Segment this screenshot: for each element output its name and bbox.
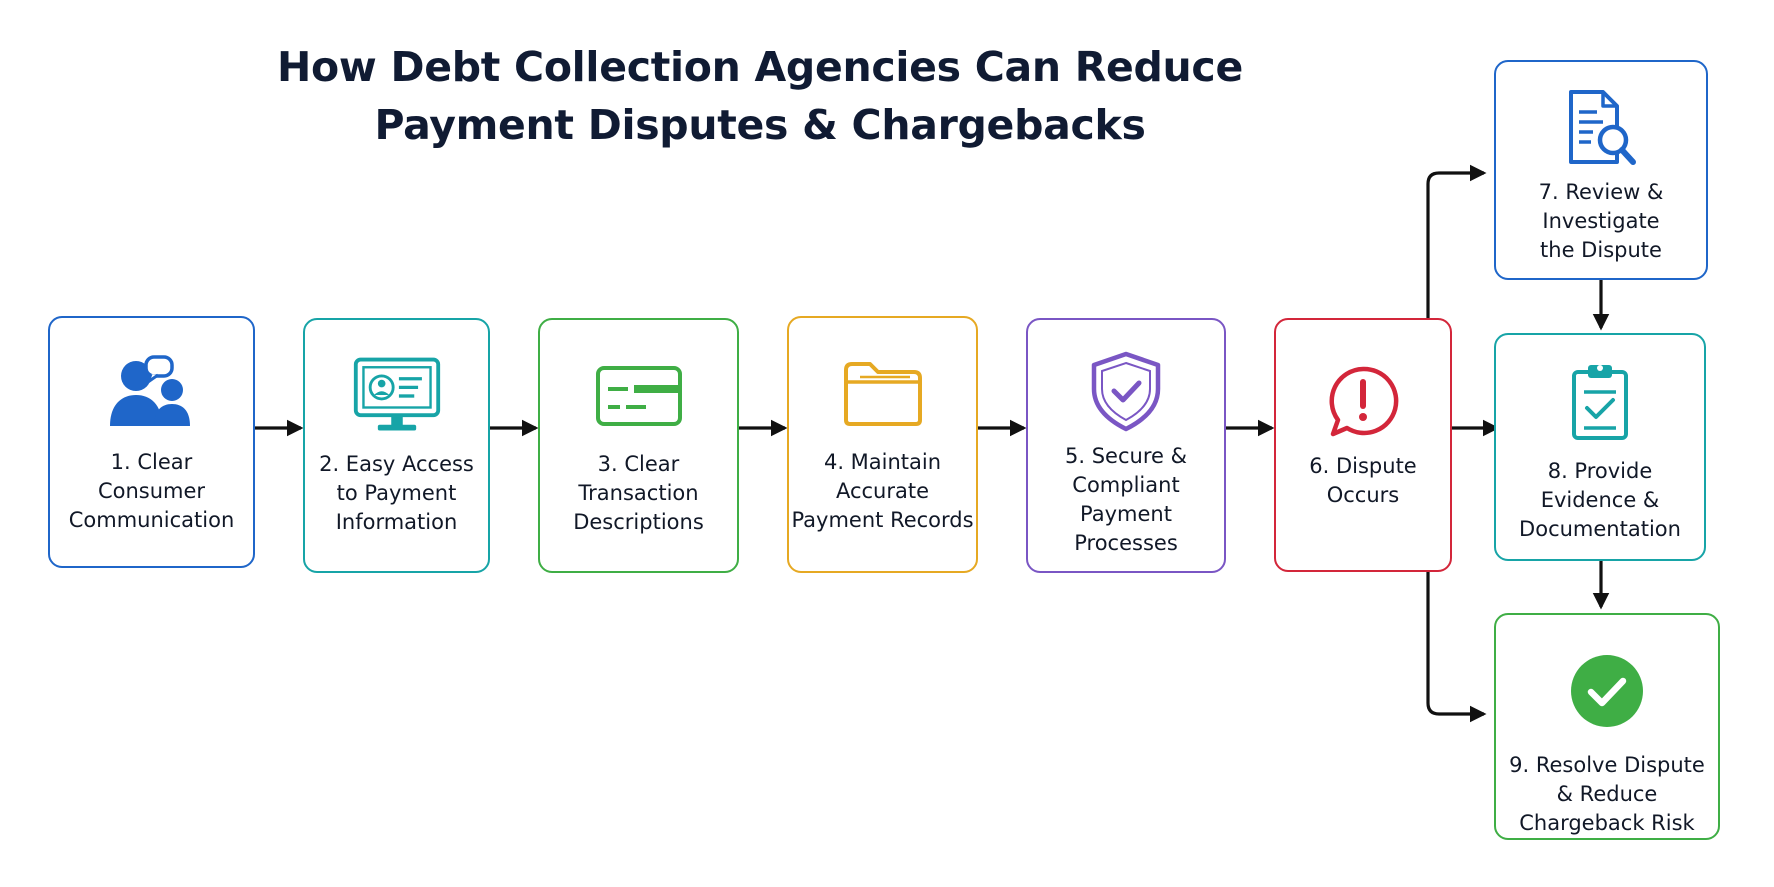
credit-card-icon [593,350,685,442]
step-2-box: 2. Easy Access to Payment Information [303,318,490,573]
title-line-2: Payment Disputes & Chargebacks [374,101,1146,149]
step-5-box: 5. Secure & Compliant Payment Processes [1026,318,1226,573]
step-5-label: 5. Secure & Compliant Payment Processes [1065,444,1187,555]
document-search-icon [1555,82,1647,174]
title-line-1: How Debt Collection Agencies Can Reduce [277,43,1243,91]
step-8-box: 8. Provide Evidence & Documentation [1494,333,1706,561]
step-8-label: 8. Provide Evidence & Documentation [1519,459,1681,541]
clipboard-check-icon [1554,357,1646,449]
step-3-box: 3. Clear Transaction Descriptions [538,318,739,573]
consumer-communication-icon [106,348,198,440]
step-1-box: 1. Clear Consumer Communication [48,316,255,568]
step-6-label: 6. Dispute Occurs [1309,454,1417,507]
step-3-label: 3. Clear Transaction Descriptions [573,452,704,534]
step-9-box: 9. Resolve Dispute & Reduce Chargeback R… [1494,613,1720,840]
step-7-label: 7. Review & Investigate the Dispute [1538,180,1664,262]
alert-speech-icon [1317,356,1409,448]
step-4-box: 4. Maintain Accurate Payment Records [787,316,978,573]
check-circle-icon [1561,645,1653,737]
shield-check-icon [1080,346,1172,438]
monitor-profile-icon [351,350,443,442]
folder-icon [837,348,929,440]
page-title: How Debt Collection Agencies Can Reduce … [270,38,1250,154]
arrow-6-9 [1426,572,1487,723]
step-2-label: 2. Easy Access to Payment Information [319,452,474,534]
step-6-box: 6. Dispute Occurs [1274,318,1452,572]
step-9-label: 9. Resolve Dispute & Reduce Chargeback R… [1509,753,1705,835]
step-1-label: 1. Clear Consumer Communication [68,450,235,532]
step-4-label: 4. Maintain Accurate Payment Records [791,450,974,532]
step-7-box: 7. Review & Investigate the Dispute [1494,60,1708,280]
arrow-6-7 [1426,164,1487,318]
